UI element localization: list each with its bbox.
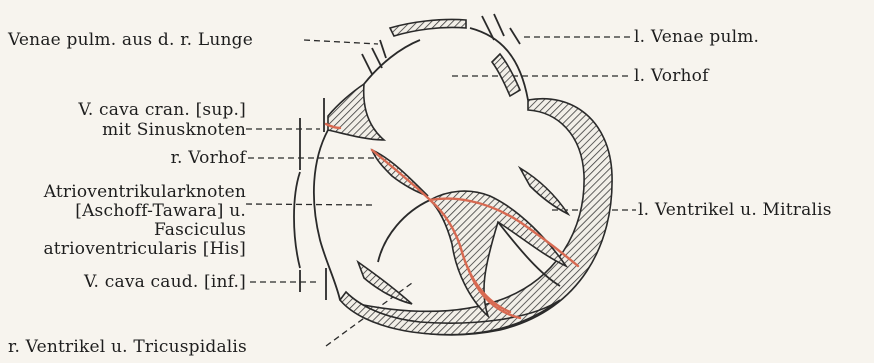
label-v-cava-cran-2: mit Sinusknoten bbox=[14, 120, 246, 140]
label-l-vorhof: l. Vorhof bbox=[634, 66, 709, 86]
right-atrial-wall-left-edge bbox=[294, 172, 300, 268]
pulmonary-veins-right bbox=[362, 40, 386, 74]
leader-av-node bbox=[246, 204, 372, 205]
label-l-ventrikel: l. Ventrikel u. Mitralis bbox=[638, 200, 832, 220]
tricuspid-leaflet bbox=[358, 262, 412, 304]
leader-venae-pulm-right bbox=[304, 40, 378, 44]
label-av-node-2: [Aschoff-Tawara] u. bbox=[4, 201, 246, 221]
leader-lines bbox=[246, 37, 636, 346]
heart-illustration bbox=[294, 14, 612, 335]
pulmonary-vein-left-stub bbox=[492, 54, 520, 96]
label-r-ventrikel: r. Ventrikel u. Tricuspidalis bbox=[8, 337, 247, 357]
label-venae-pulm-right: Venae pulm. aus d. r. Lunge bbox=[8, 30, 253, 50]
label-av-node-1: Atrioventrikularknoten bbox=[4, 182, 246, 202]
label-v-cava-cran-1: V. cava cran. [sup.] bbox=[14, 100, 246, 120]
right-atrium-contour bbox=[314, 130, 340, 300]
label-av-node-3: Fasciculus bbox=[4, 220, 246, 240]
label-av-node-4: atrioventricularis [His] bbox=[4, 239, 246, 259]
svc-wall bbox=[328, 84, 384, 140]
right-ventricle-inner bbox=[378, 200, 430, 262]
label-r-vorhof: r. Vorhof bbox=[14, 148, 246, 168]
top-vessel bbox=[390, 19, 466, 36]
mitral-leaflet bbox=[520, 168, 568, 214]
inferior-vena-cava bbox=[300, 154, 326, 300]
label-v-cava-caud: V. cava caud. [inf.] bbox=[14, 272, 246, 292]
label-l-venae-pulm: l. Venae pulm. bbox=[634, 27, 759, 47]
heart-contour-upper bbox=[364, 40, 420, 84]
pulmonary-veins-left bbox=[482, 14, 520, 44]
